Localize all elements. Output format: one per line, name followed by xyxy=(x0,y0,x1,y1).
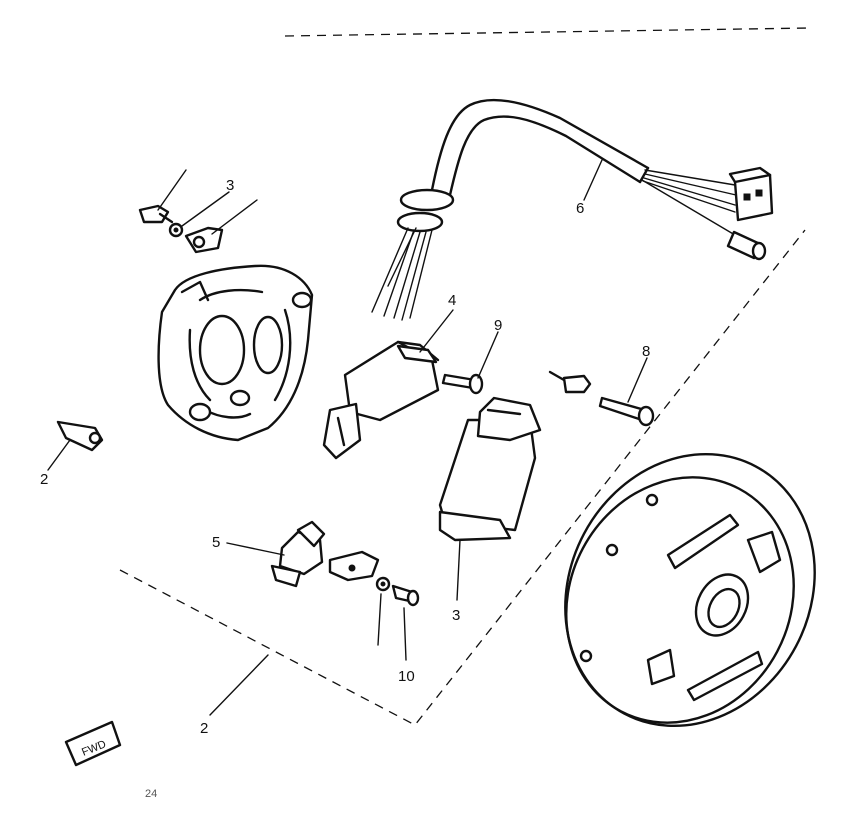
bracket-part-5b xyxy=(328,550,380,582)
flywheel-rotor xyxy=(564,452,816,728)
callout-8: 8 xyxy=(642,343,650,360)
contact-breaker-part-5 xyxy=(270,520,326,588)
bolt-part-8 xyxy=(598,396,655,427)
wire-harness-part-6 xyxy=(371,98,774,321)
stator-base-plate xyxy=(157,264,314,442)
bolt-part-9 xyxy=(441,373,484,395)
callout-2-bottom: 2 xyxy=(200,720,208,737)
harness-grommet xyxy=(399,188,455,212)
corner-code: 24 xyxy=(145,788,157,800)
assembly-outline-dashed xyxy=(119,229,806,726)
callout-4: 4 xyxy=(448,292,456,309)
callout-6: 6 xyxy=(576,200,584,217)
callout-10: 10 xyxy=(398,668,415,685)
connector-block xyxy=(728,166,774,222)
callout-3-top: 3 xyxy=(226,177,234,194)
callout-5: 5 xyxy=(212,534,220,551)
callout-2-left: 2 xyxy=(40,471,48,488)
bullet-connector xyxy=(726,230,767,261)
washer-screw-part-10 xyxy=(375,576,420,607)
charging-coil-part-4 xyxy=(322,340,440,460)
screw-washer-part-8a xyxy=(548,370,592,394)
leader-lines xyxy=(47,159,648,716)
screw-part-2 xyxy=(56,420,104,452)
screw-washer-clamp-top xyxy=(138,204,224,254)
callout-9: 9 xyxy=(494,317,502,334)
top-dashed-line xyxy=(284,27,811,37)
callout-3-bottom: 3 xyxy=(452,607,460,624)
fwd-direction-arrow: FWD xyxy=(64,720,122,767)
source-coil-part-3 xyxy=(438,396,542,542)
